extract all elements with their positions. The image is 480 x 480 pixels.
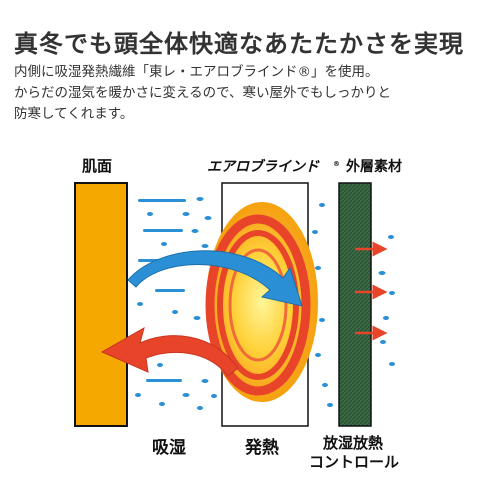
moisture-particles-outside [378,235,395,366]
heat-arrow [100,326,239,377]
outer-label: 外層素材 [346,158,402,175]
fiber-registered-mark: ® [333,160,340,168]
fiber-label: エアロブラインド [207,158,320,175]
absorb-arrow [127,250,303,307]
page-title: 真冬でも頭全体快適なあたたかさを実現 [14,30,464,58]
heat-release-arrows [355,241,388,341]
heat-ring-inner [228,248,288,362]
moisture-particles-middle [312,203,333,407]
control-label-line1: 放湿放熱 [322,434,383,452]
control-label-line2: コントロール [309,453,399,471]
description-line: からだの湿気を暖かさに変えるので、寒い屋外でもしっかりと [14,85,392,101]
heat-ring-outer [205,214,311,396]
description-line: 防寒してくれます。 [14,106,134,122]
outer-layer [338,182,372,427]
skin-label: 肌面 [82,157,112,175]
absorb-label: 吸湿 [152,438,186,458]
description: 内側に吸湿発熱繊維「東レ・エアロブラインド®」を使用。 からだの湿気を暖かさに変… [14,62,466,125]
moisture-particles [135,197,217,410]
skin-layer [74,182,128,427]
heat-label: 発熱 [244,437,279,458]
description-line: 内側に吸湿発熱繊維「東レ・エアロブラインド®」を使用。 [14,64,379,80]
